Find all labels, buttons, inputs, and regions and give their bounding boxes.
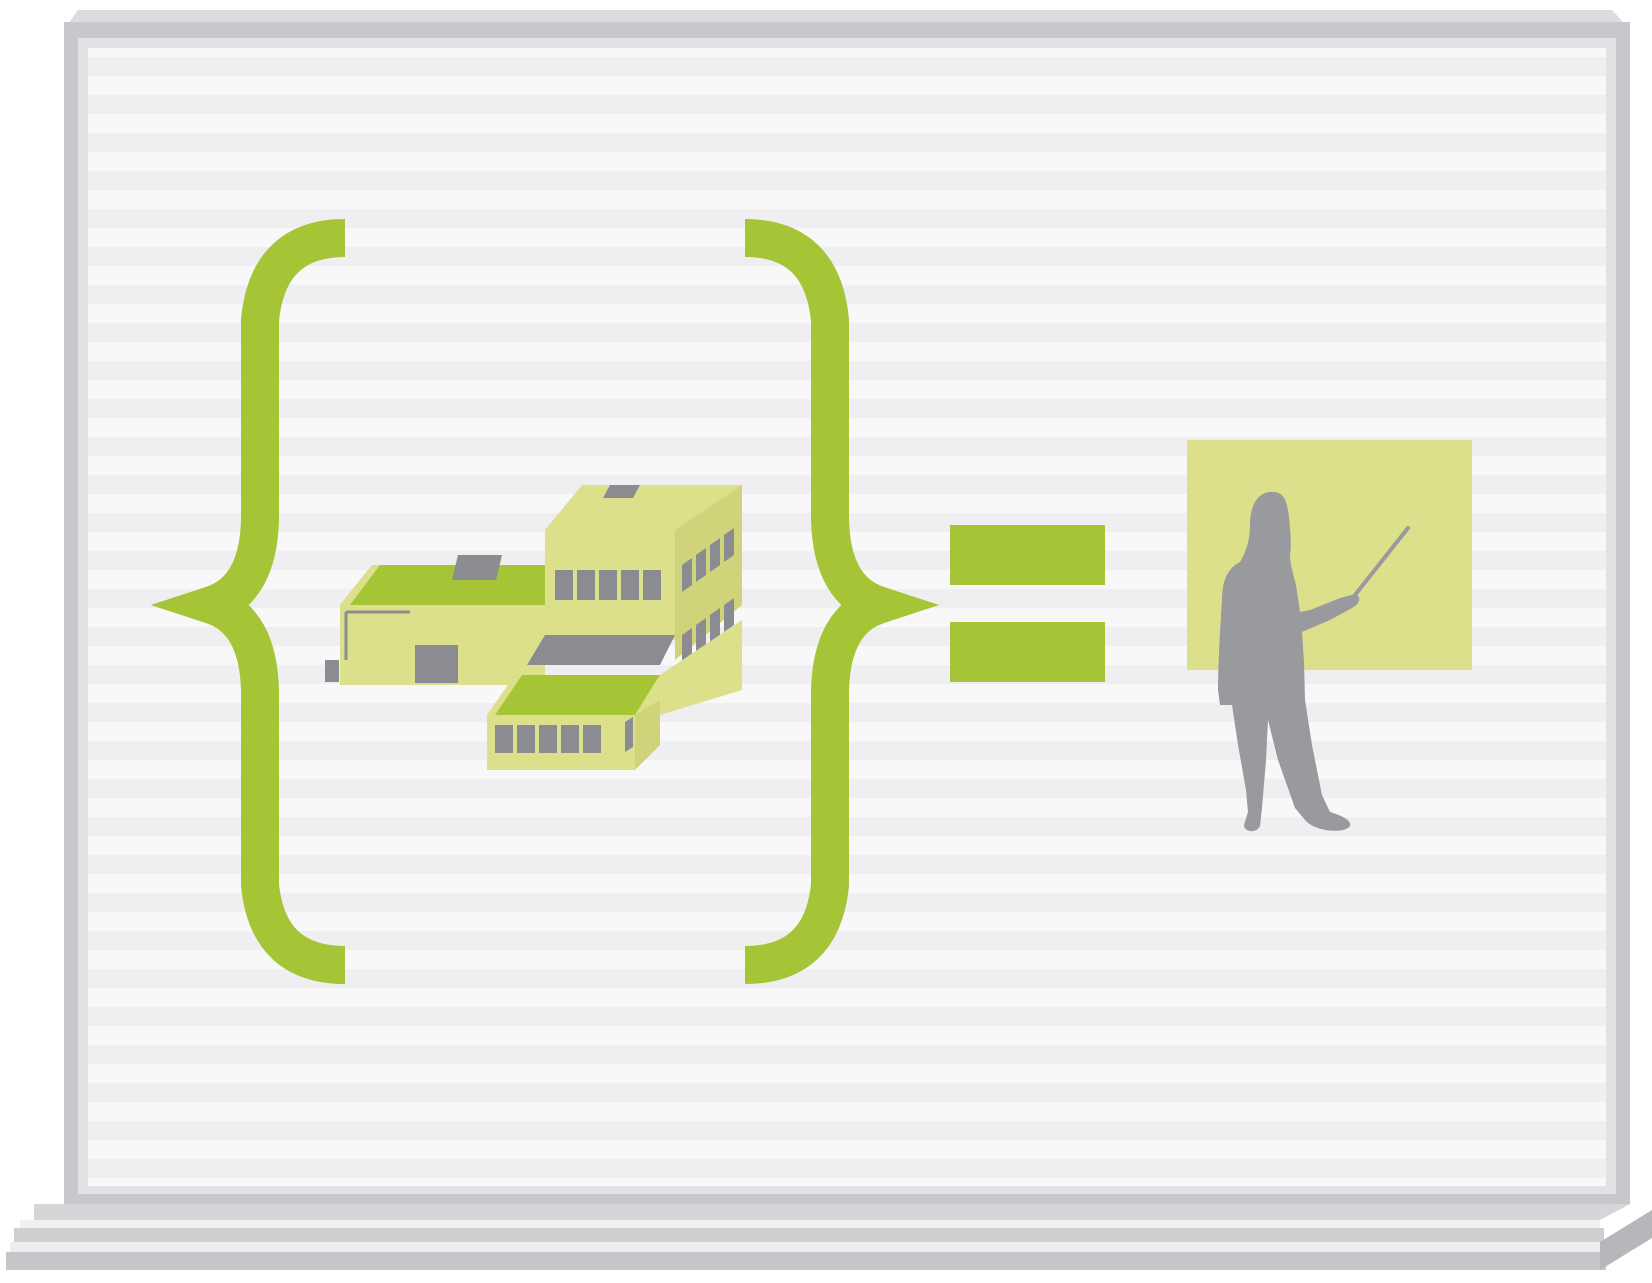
equals-bar-top (950, 525, 1105, 585)
marker-tray (6, 1204, 1652, 1270)
equals-bar-bottom (950, 622, 1105, 682)
